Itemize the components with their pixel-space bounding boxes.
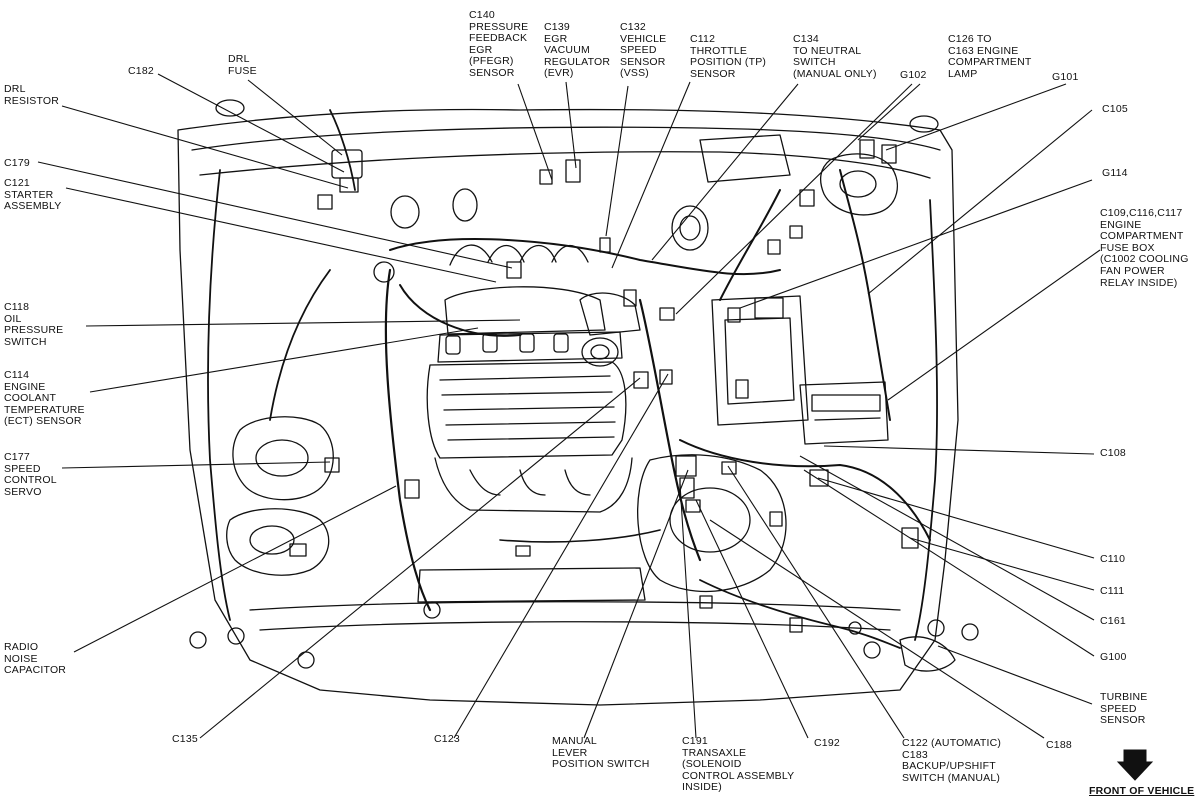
front-arrow-icon <box>1116 749 1154 781</box>
label-front-of-vehicle: FRONT OF VEHICLE <box>1089 785 1195 797</box>
label-c118: C118 OIL PRESSURE SWITCH <box>4 301 64 348</box>
left-strut-tower <box>232 416 334 501</box>
right-strut-tower <box>819 153 898 216</box>
label-drl-fuse: DRL FUSE <box>228 53 257 77</box>
label-c122: C122 (AUTOMATIC) C183 BACKUP/UPSHIFT SWI… <box>902 737 1002 784</box>
label-c177: C177 SPEED CONTROL SERVO <box>4 451 57 498</box>
label-c111: C111 <box>1100 585 1125 597</box>
label-c126: C126 TO C163 ENGINE COMPARTMENT LAMP <box>948 33 1032 80</box>
label-c132: C132 VEHICLE SPEED SENSOR (VSS) <box>620 21 667 80</box>
label-c105: C105 <box>1102 103 1128 115</box>
label-c140: C140 PRESSURE FEEDBACK EGR (PFEGR) SENSO… <box>469 9 529 79</box>
label-c112: C112 THROTTLE POSITION (TP) SENSOR <box>690 33 767 80</box>
label-c139: C139 EGR VACUUM REGULATOR (EVR) <box>544 21 611 80</box>
label-manual-lever: MANUAL LEVER POSITION SWITCH <box>552 735 650 771</box>
label-g114: G114 <box>1102 167 1128 179</box>
label-c182: C182 <box>128 65 154 77</box>
leader-lines <box>37 73 1101 739</box>
label-c161: C161 <box>1100 615 1126 627</box>
label-c121: C121 STARTER ASSEMBLY <box>4 177 62 213</box>
label-c135: C135 <box>172 733 198 745</box>
label-c114: C114 ENGINE COOLANT TEMPERATURE (ECT) SE… <box>4 369 85 428</box>
transaxle <box>637 454 787 593</box>
label-c108: C108 <box>1100 447 1126 459</box>
label-g102: G102 <box>900 69 927 81</box>
engine-bay-outline <box>177 108 959 706</box>
radiator-support <box>249 601 901 611</box>
label-c109: C109,C116,C117 ENGINE COMPARTMENT FUSE B… <box>1100 207 1189 289</box>
label-c192: C192 <box>814 737 840 749</box>
label-c123: C123 <box>434 733 460 745</box>
intake-manifold <box>449 244 589 266</box>
valve-cover <box>426 361 627 459</box>
label-c191: C191 TRANSAXLE (SOLENOID CONTROL ASSEMBL… <box>682 735 795 794</box>
label-c188: C188 <box>1046 739 1072 751</box>
label-g100: G100 <box>1100 651 1127 663</box>
label-g101: G101 <box>1052 71 1079 83</box>
label-radio-noise: RADIO NOISE CAPACITOR <box>4 641 67 677</box>
label-c179: C179 <box>4 157 30 169</box>
label-c110: C110 <box>1100 553 1126 565</box>
label-drl-resistor: DRL RESISTOR <box>4 83 60 107</box>
label-c134: C134 TO NEUTRAL SWITCH (MANUAL ONLY) <box>793 33 877 80</box>
label-turbine: TURBINE SPEED SENSOR <box>1100 691 1148 727</box>
